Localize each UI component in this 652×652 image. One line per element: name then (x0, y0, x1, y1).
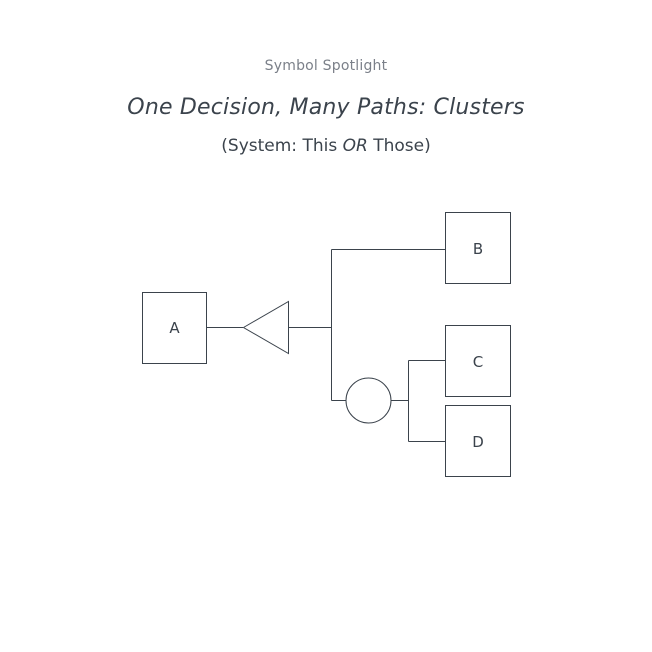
cluster-circle-icon (345, 377, 392, 424)
node-a: A (142, 292, 207, 364)
node-d: D (445, 405, 511, 477)
page-subtitle: (System: This OR Those) (0, 136, 652, 156)
node-c-label: C (473, 353, 483, 371)
node-a-label: A (169, 319, 180, 337)
eyebrow-text: Symbol Spotlight (264, 58, 388, 74)
subtitle-prefix: (System: This (221, 136, 343, 156)
node-b: B (445, 212, 511, 284)
page-title: One Decision, Many Paths: Clusters (127, 95, 525, 120)
node-c: C (445, 325, 511, 397)
subtitle-emphasis: OR (342, 136, 368, 156)
node-b-label: B (473, 240, 483, 258)
subtitle-suffix: Those) (367, 136, 431, 156)
decision-triangle-icon (242, 300, 289, 355)
node-d-label: D (472, 433, 484, 451)
